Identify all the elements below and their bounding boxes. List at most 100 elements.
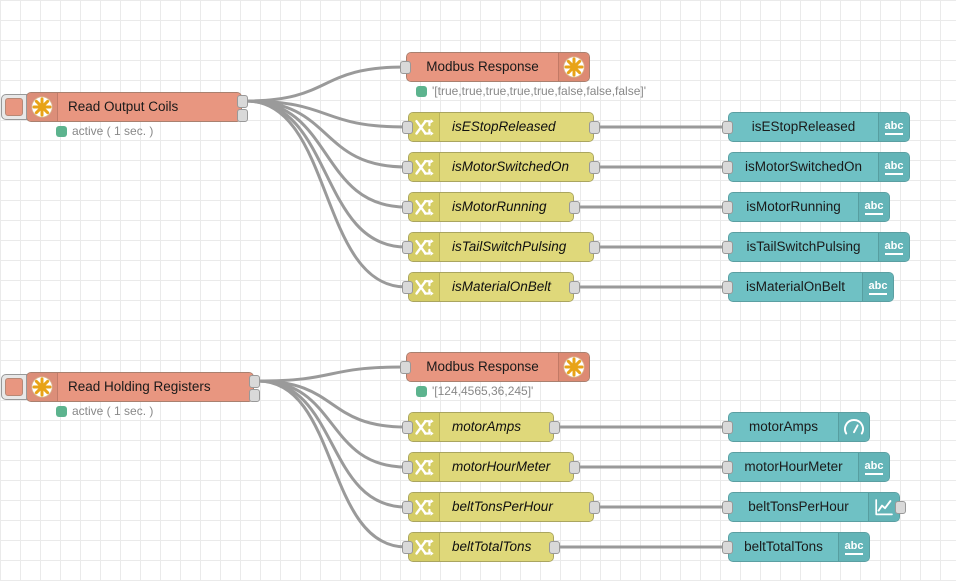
status-dot: [56, 125, 67, 137]
inject-node-coils[interactable]: Read Output Coils: [1, 92, 248, 122]
output-port[interactable]: [569, 281, 580, 294]
change-node-coils-1[interactable]: isMotorSwitchedOn: [402, 152, 600, 182]
input-port[interactable]: [402, 161, 413, 174]
modbus-asterisk-icon: [558, 53, 589, 81]
change-node-coils-4[interactable]: isMaterialOnBelt: [402, 272, 580, 302]
input-port[interactable]: [722, 121, 733, 134]
node-label: isTailSwitchPulsing: [746, 239, 861, 254]
inject-trigger-button[interactable]: [1, 374, 27, 400]
change-node-registers-3[interactable]: beltTotalTons: [402, 532, 560, 562]
change-switch-icon: [409, 533, 440, 561]
node-body: Read Output Coils: [27, 93, 241, 121]
node-label: beltTotalTons: [744, 539, 823, 554]
ui-node-registers-2[interactable]: beltTonsPerHour: [722, 492, 906, 522]
input-port[interactable]: [400, 361, 411, 374]
change-switch-icon: [409, 153, 440, 181]
input-port[interactable]: [722, 241, 733, 254]
node-label: isMotorSwitchedOn: [452, 159, 570, 174]
output-port-1[interactable]: [237, 95, 248, 108]
input-port[interactable]: [402, 121, 413, 134]
input-port[interactable]: [722, 281, 733, 294]
input-port[interactable]: [722, 421, 733, 434]
node-label: Read Output Coils: [68, 99, 179, 114]
input-port[interactable]: [402, 461, 413, 474]
modbus-asterisk-icon: [558, 353, 589, 381]
input-port[interactable]: [402, 541, 413, 554]
node-label: Modbus Response: [426, 359, 539, 374]
input-port[interactable]: [402, 201, 413, 214]
node-body: beltTotalTons: [409, 533, 553, 561]
output-port[interactable]: [569, 461, 580, 474]
output-port[interactable]: [569, 201, 580, 214]
input-port[interactable]: [400, 61, 411, 74]
input-port[interactable]: [722, 541, 733, 554]
node-body: Read Holding Registers: [27, 373, 253, 401]
modbus-response-status-coils: '[true,true,true,true,true,false,false,f…: [416, 85, 646, 97]
node-label: beltTotalTons: [452, 539, 532, 554]
node-body: isTailSwitchPulsing: [409, 233, 593, 261]
input-port[interactable]: [722, 461, 733, 474]
change-node-registers-0[interactable]: motorAmps: [402, 412, 560, 442]
change-node-coils-0[interactable]: isEStopReleased: [402, 112, 600, 142]
change-switch-icon: [409, 413, 440, 441]
node-label: motorHourMeter: [452, 459, 551, 474]
inject-status-registers: active ( 1 sec. ): [56, 405, 153, 417]
change-node-registers-2[interactable]: beltTonsPerHour: [402, 492, 600, 522]
node-label: isMaterialOnBelt: [745, 279, 846, 294]
output-port[interactable]: [589, 501, 600, 514]
abc-icon: abc: [858, 193, 889, 221]
input-port[interactable]: [402, 241, 413, 254]
node-body: isMaterialOnBelt abc: [729, 273, 893, 301]
inject-node-registers[interactable]: Read Holding Registers: [1, 372, 260, 402]
ui-node-registers-0[interactable]: motorAmps: [722, 412, 870, 442]
modbus-response-node-registers[interactable]: Modbus Response: [400, 352, 590, 382]
node-label: Modbus Response: [426, 59, 539, 74]
input-port[interactable]: [722, 161, 733, 174]
input-port[interactable]: [722, 201, 733, 214]
output-port[interactable]: [589, 121, 600, 134]
ui-node-coils-4[interactable]: isMaterialOnBelt abc: [722, 272, 894, 302]
output-port-2[interactable]: [237, 109, 248, 122]
change-switch-icon: [409, 113, 440, 141]
inject-button-glyph: [5, 98, 23, 116]
node-label: motorAmps: [748, 419, 819, 434]
input-port[interactable]: [402, 421, 413, 434]
node-body: isMotorRunning: [409, 193, 573, 221]
output-port-2[interactable]: [249, 389, 260, 402]
output-port[interactable]: [895, 501, 906, 514]
output-port[interactable]: [549, 541, 560, 554]
abc-icon: abc: [878, 113, 909, 141]
change-node-registers-1[interactable]: motorHourMeter: [402, 452, 580, 482]
node-body: motorAmps: [409, 413, 553, 441]
input-port[interactable]: [402, 281, 413, 294]
ui-node-coils-2[interactable]: isMotorRunning abc: [722, 192, 890, 222]
modbus-response-node-coils[interactable]: Modbus Response: [400, 52, 590, 82]
node-label: isMotorRunning: [746, 199, 841, 214]
change-node-coils-2[interactable]: isMotorRunning: [402, 192, 580, 222]
input-port[interactable]: [722, 501, 733, 514]
node-body: beltTonsPerHour: [409, 493, 593, 521]
node-body: motorHourMeter: [409, 453, 573, 481]
node-label: isMaterialOnBelt: [452, 279, 552, 294]
status-dot: [416, 85, 427, 97]
change-node-coils-3[interactable]: isTailSwitchPulsing: [402, 232, 600, 262]
input-port[interactable]: [402, 501, 413, 514]
status-dot: [416, 385, 427, 397]
output-port[interactable]: [589, 241, 600, 254]
abc-icon: abc: [858, 453, 889, 481]
output-port[interactable]: [549, 421, 560, 434]
abc-icon: abc: [862, 273, 893, 301]
change-switch-icon: [409, 193, 440, 221]
node-label: beltTonsPerHour: [748, 499, 849, 514]
output-port[interactable]: [589, 161, 600, 174]
inject-trigger-button[interactable]: [1, 94, 27, 120]
output-port-1[interactable]: [249, 375, 260, 388]
node-body: isMotorRunning abc: [729, 193, 889, 221]
